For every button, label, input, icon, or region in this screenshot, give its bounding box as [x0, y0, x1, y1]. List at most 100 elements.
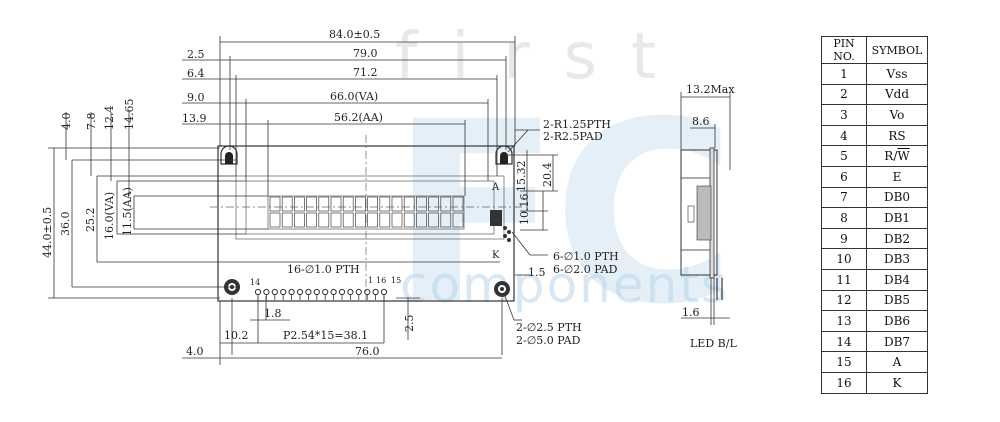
lcd-char-cell	[452, 212, 464, 228]
dim-79: 79.0	[353, 47, 378, 60]
lcd-char-cell	[416, 196, 427, 212]
lcd-char-cell	[416, 212, 427, 228]
pin-symbol: DB7	[866, 330, 928, 353]
header-pin	[313, 288, 320, 296]
lcd-char-cell	[330, 196, 342, 212]
pin-number: 12	[821, 289, 867, 312]
dim-top-4-0: 4.0	[60, 113, 73, 131]
pin-label-16: 16	[376, 276, 386, 285]
lcd-char-cell	[367, 212, 378, 228]
pin-label-a: A	[491, 182, 500, 193]
lcd-char-cell	[342, 212, 354, 228]
header-pin	[263, 288, 270, 296]
pin-symbol: K	[866, 371, 928, 394]
dim-4-0: 4.0	[186, 345, 204, 358]
pin-label-15: 15	[391, 276, 401, 285]
header-pin	[271, 288, 278, 296]
lcd-char-cell	[367, 196, 378, 212]
lcd-char-cell	[379, 212, 391, 228]
callout-header-pth: 16-∅1.0 PTH	[287, 263, 360, 276]
dim-offset-2-5: 2.5	[187, 48, 205, 61]
lcd-char-cell	[355, 212, 366, 228]
pin-symbol: R/W	[866, 145, 928, 167]
dim-offset-13-9: 13.9	[182, 112, 207, 125]
lcd-char-cell	[440, 212, 452, 228]
lcd-char-cell	[428, 196, 439, 212]
dim-height-36: 36.0	[59, 212, 72, 237]
pin-number: 6	[821, 165, 867, 188]
lcd-char-cell	[355, 196, 366, 212]
header-pin	[280, 288, 287, 296]
top-dimension-lines	[182, 36, 516, 196]
header-pin	[355, 288, 362, 296]
watermark-bottom: components	[400, 256, 729, 314]
lcd-char-cell	[440, 196, 452, 212]
callout-pin-hole: 6-∅1.0 PTH	[553, 250, 619, 263]
pin-symbol: DB6	[866, 310, 928, 332]
pin-number: 2	[821, 83, 867, 106]
header-pin	[347, 288, 354, 296]
pin-number: 16	[821, 371, 867, 394]
side-led-label: LED B/L	[690, 337, 737, 350]
side-pcb-thickness: 1.6	[682, 306, 700, 319]
header-pin	[288, 288, 295, 296]
header-pin	[296, 288, 304, 296]
callout-bottom-pad: 2-∅5.0 PAD	[516, 334, 581, 347]
dim-10-2: 10.2	[224, 329, 249, 342]
lcd-char-cell	[452, 196, 464, 212]
lcd-char-cell	[379, 196, 391, 212]
lcd-char-cell	[306, 212, 317, 228]
lcd-character-cells	[269, 196, 464, 228]
mounting-hole-top-left	[220, 145, 238, 165]
dim-10-16: 10.16	[518, 194, 531, 226]
pin-symbol: Vo	[866, 104, 928, 126]
center-lines	[210, 135, 522, 300]
header-pin-no: PIN NO.	[821, 36, 867, 64]
pin-number: 10	[821, 248, 867, 270]
callout-pin-pad: 6-∅2.0 PAD	[553, 263, 618, 276]
dim-height-25: 25.2	[84, 208, 97, 233]
pin-number: 1	[821, 63, 867, 85]
dim-offset-9-0: 9.0	[187, 91, 205, 104]
pin-symbol: A	[866, 351, 928, 373]
dim-overall-width: 84.0±0.5	[329, 28, 380, 41]
pin-number: 9	[821, 227, 867, 250]
dim-top-12-4: 12.4	[103, 106, 116, 131]
pin-symbol: Vss	[866, 63, 928, 85]
dim-15-32: 15.32	[515, 161, 528, 193]
dim-top-7-8: 7.8	[85, 113, 98, 131]
pin-number: 14	[821, 330, 867, 353]
pin-number: 4	[821, 124, 867, 147]
lcd-char-cell	[391, 196, 403, 212]
pin-symbol: E	[866, 165, 928, 188]
pin-number: 13	[821, 310, 867, 332]
pin-symbol: DB1	[866, 207, 928, 229]
side-depth: 8.6	[692, 115, 710, 128]
lcd-char-cell	[294, 196, 305, 212]
dim-aa-height: 11.5(AA)	[121, 187, 134, 236]
lcd-char-cell	[318, 212, 330, 228]
lcd-char-cell	[281, 196, 293, 212]
lcd-char-cell	[269, 212, 281, 228]
header-pin	[364, 288, 371, 296]
dim-aa-width: 56.2(AA)	[334, 111, 383, 124]
dim-pitch: P2.54*15=38.1	[283, 329, 368, 342]
lcd-char-cell	[428, 212, 439, 228]
backlight-pads	[490, 210, 511, 242]
side-view	[680, 147, 723, 300]
pin-symbol: DB3	[866, 248, 928, 270]
dim-top-14-65: 14.65	[123, 99, 136, 131]
pin-label-1: 1	[368, 276, 373, 285]
header-pin-row	[254, 288, 388, 300]
